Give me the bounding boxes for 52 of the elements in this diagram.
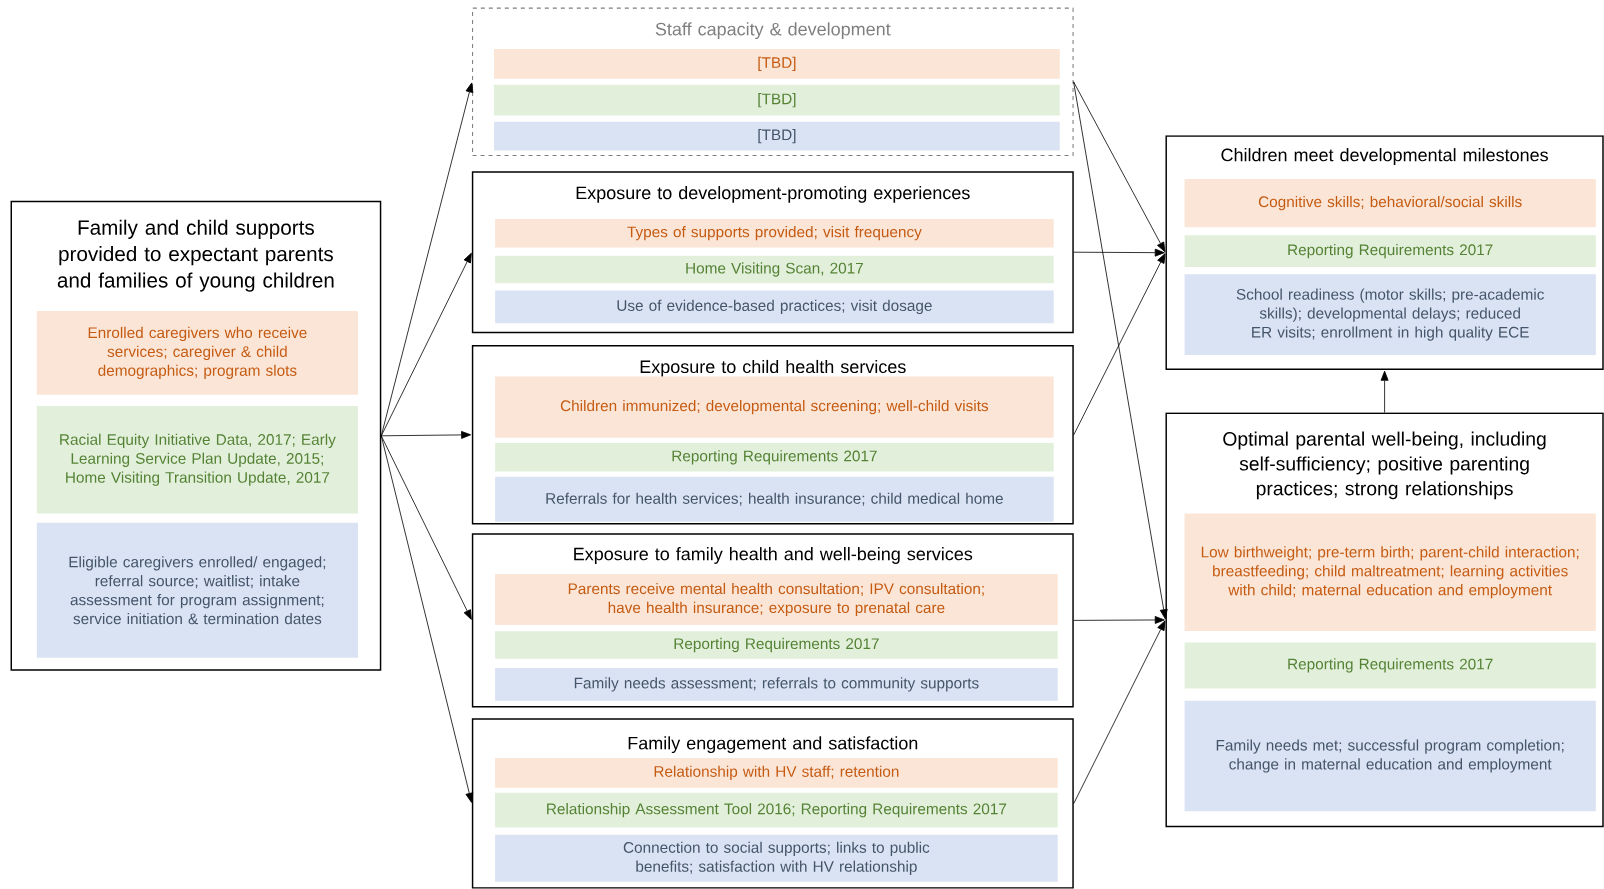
data-band: [TBD]: [494, 49, 1060, 79]
data-band: Use of evidence-based practices; visit dosage: [495, 290, 1054, 324]
data-band: Family needs met; successful program completion; change in maternal education and employment: [1184, 700, 1596, 812]
data-band: Children immunized; developmental screening; well-child visits: [495, 376, 1054, 438]
data-band: Relationship Assessment Tool 2016; Reporting Requirements 2017: [495, 792, 1058, 828]
data-band: Eligible caregivers enrolled/ engaged; referral source; waitlist; intake assessment for program assignment; service initiation & termination dates: [36, 522, 358, 658]
outcome-box: [471, 345, 1074, 525]
dashed-box: [472, 7, 1074, 156]
outcome-box: [1165, 412, 1604, 828]
arrow: [1073, 248, 1165, 257]
box-heading: Exposure to family health and well-being services: [574, 547, 973, 564]
arrow: [380, 82, 474, 437]
arrow: [1073, 81, 1168, 620]
data-band: Connection to social supports; links to public benefits; satisfaction with HV relationship: [495, 834, 1058, 882]
data-band: Reporting Requirements 2017: [495, 443, 1054, 472]
arrow: [1073, 620, 1166, 804]
arrow: [380, 435, 474, 803]
arrow: [380, 252, 472, 437]
data-band: Reporting Requirements 2017: [1184, 642, 1596, 689]
box-heading: Exposure to child health services: [640, 359, 906, 377]
data-band: Home Visiting Scan, 2017: [495, 255, 1054, 284]
arrow: [1073, 253, 1166, 436]
outcome-box: [10, 200, 382, 671]
box-heading: Family engagement and satisfaction: [628, 736, 918, 754]
box-heading: Family and child supports provided to expectant parents and families of young children: [57, 219, 334, 292]
data-band: [TBD]: [494, 121, 1060, 151]
arrow: [1073, 81, 1166, 253]
data-band: Cognitive skills; behavioral/social skills: [1184, 179, 1596, 228]
box-heading: Optimal parental well-being, including self-sufficiency; positive parenting practices; strong relationships: [1223, 431, 1546, 500]
data-band: Relationship with HV staff; retention: [495, 757, 1058, 788]
outcome-box: [471, 718, 1074, 889]
data-band: Parents receive mental health consultation; IPV consultation; have health insurance; exposure to prenatal care: [495, 573, 1058, 626]
box-heading: Exposure to development-promoting experiences: [576, 186, 970, 203]
data-band: Family needs assessment; referrals to community supports: [495, 668, 1058, 701]
data-band: [TBD]: [494, 84, 1060, 116]
data-band: Racial Equity Initiative Data, 2017; Early Learning Service Plan Update, 2015; Home Visiting Transition Update, 2017: [36, 406, 358, 514]
outcome-box: [471, 171, 1074, 334]
arrow: [380, 435, 472, 620]
box-heading: Staff capacity & development: [655, 22, 891, 40]
arrow: [1380, 370, 1389, 413]
data-band: Enrolled caregivers who receive services; caregiver & child demographics; program slots: [36, 310, 358, 395]
outcome-box: [471, 533, 1074, 708]
data-band: School readiness (motor skills; pre-academic skills); developmental delays; reduced ER visits; enrollment in high quality ECE: [1184, 274, 1596, 355]
data-band: Reporting Requirements 2017: [495, 631, 1058, 659]
arrow: [1073, 616, 1165, 624]
outcome-box: [1165, 135, 1604, 371]
data-band: Low birthweight; pre-term birth; parent-child interaction; breastfeeding; child maltreatment; learning activities with child; maternal education and employment: [1184, 513, 1596, 632]
data-band: Types of supports provided; visit frequency: [495, 218, 1054, 248]
box-heading: Children meet developmental milestones: [1221, 148, 1548, 165]
data-band: Reporting Requirements 2017: [1184, 235, 1596, 267]
data-band: Referrals for health services; health insurance; child medical home: [495, 476, 1054, 522]
arrow: [380, 431, 472, 439]
